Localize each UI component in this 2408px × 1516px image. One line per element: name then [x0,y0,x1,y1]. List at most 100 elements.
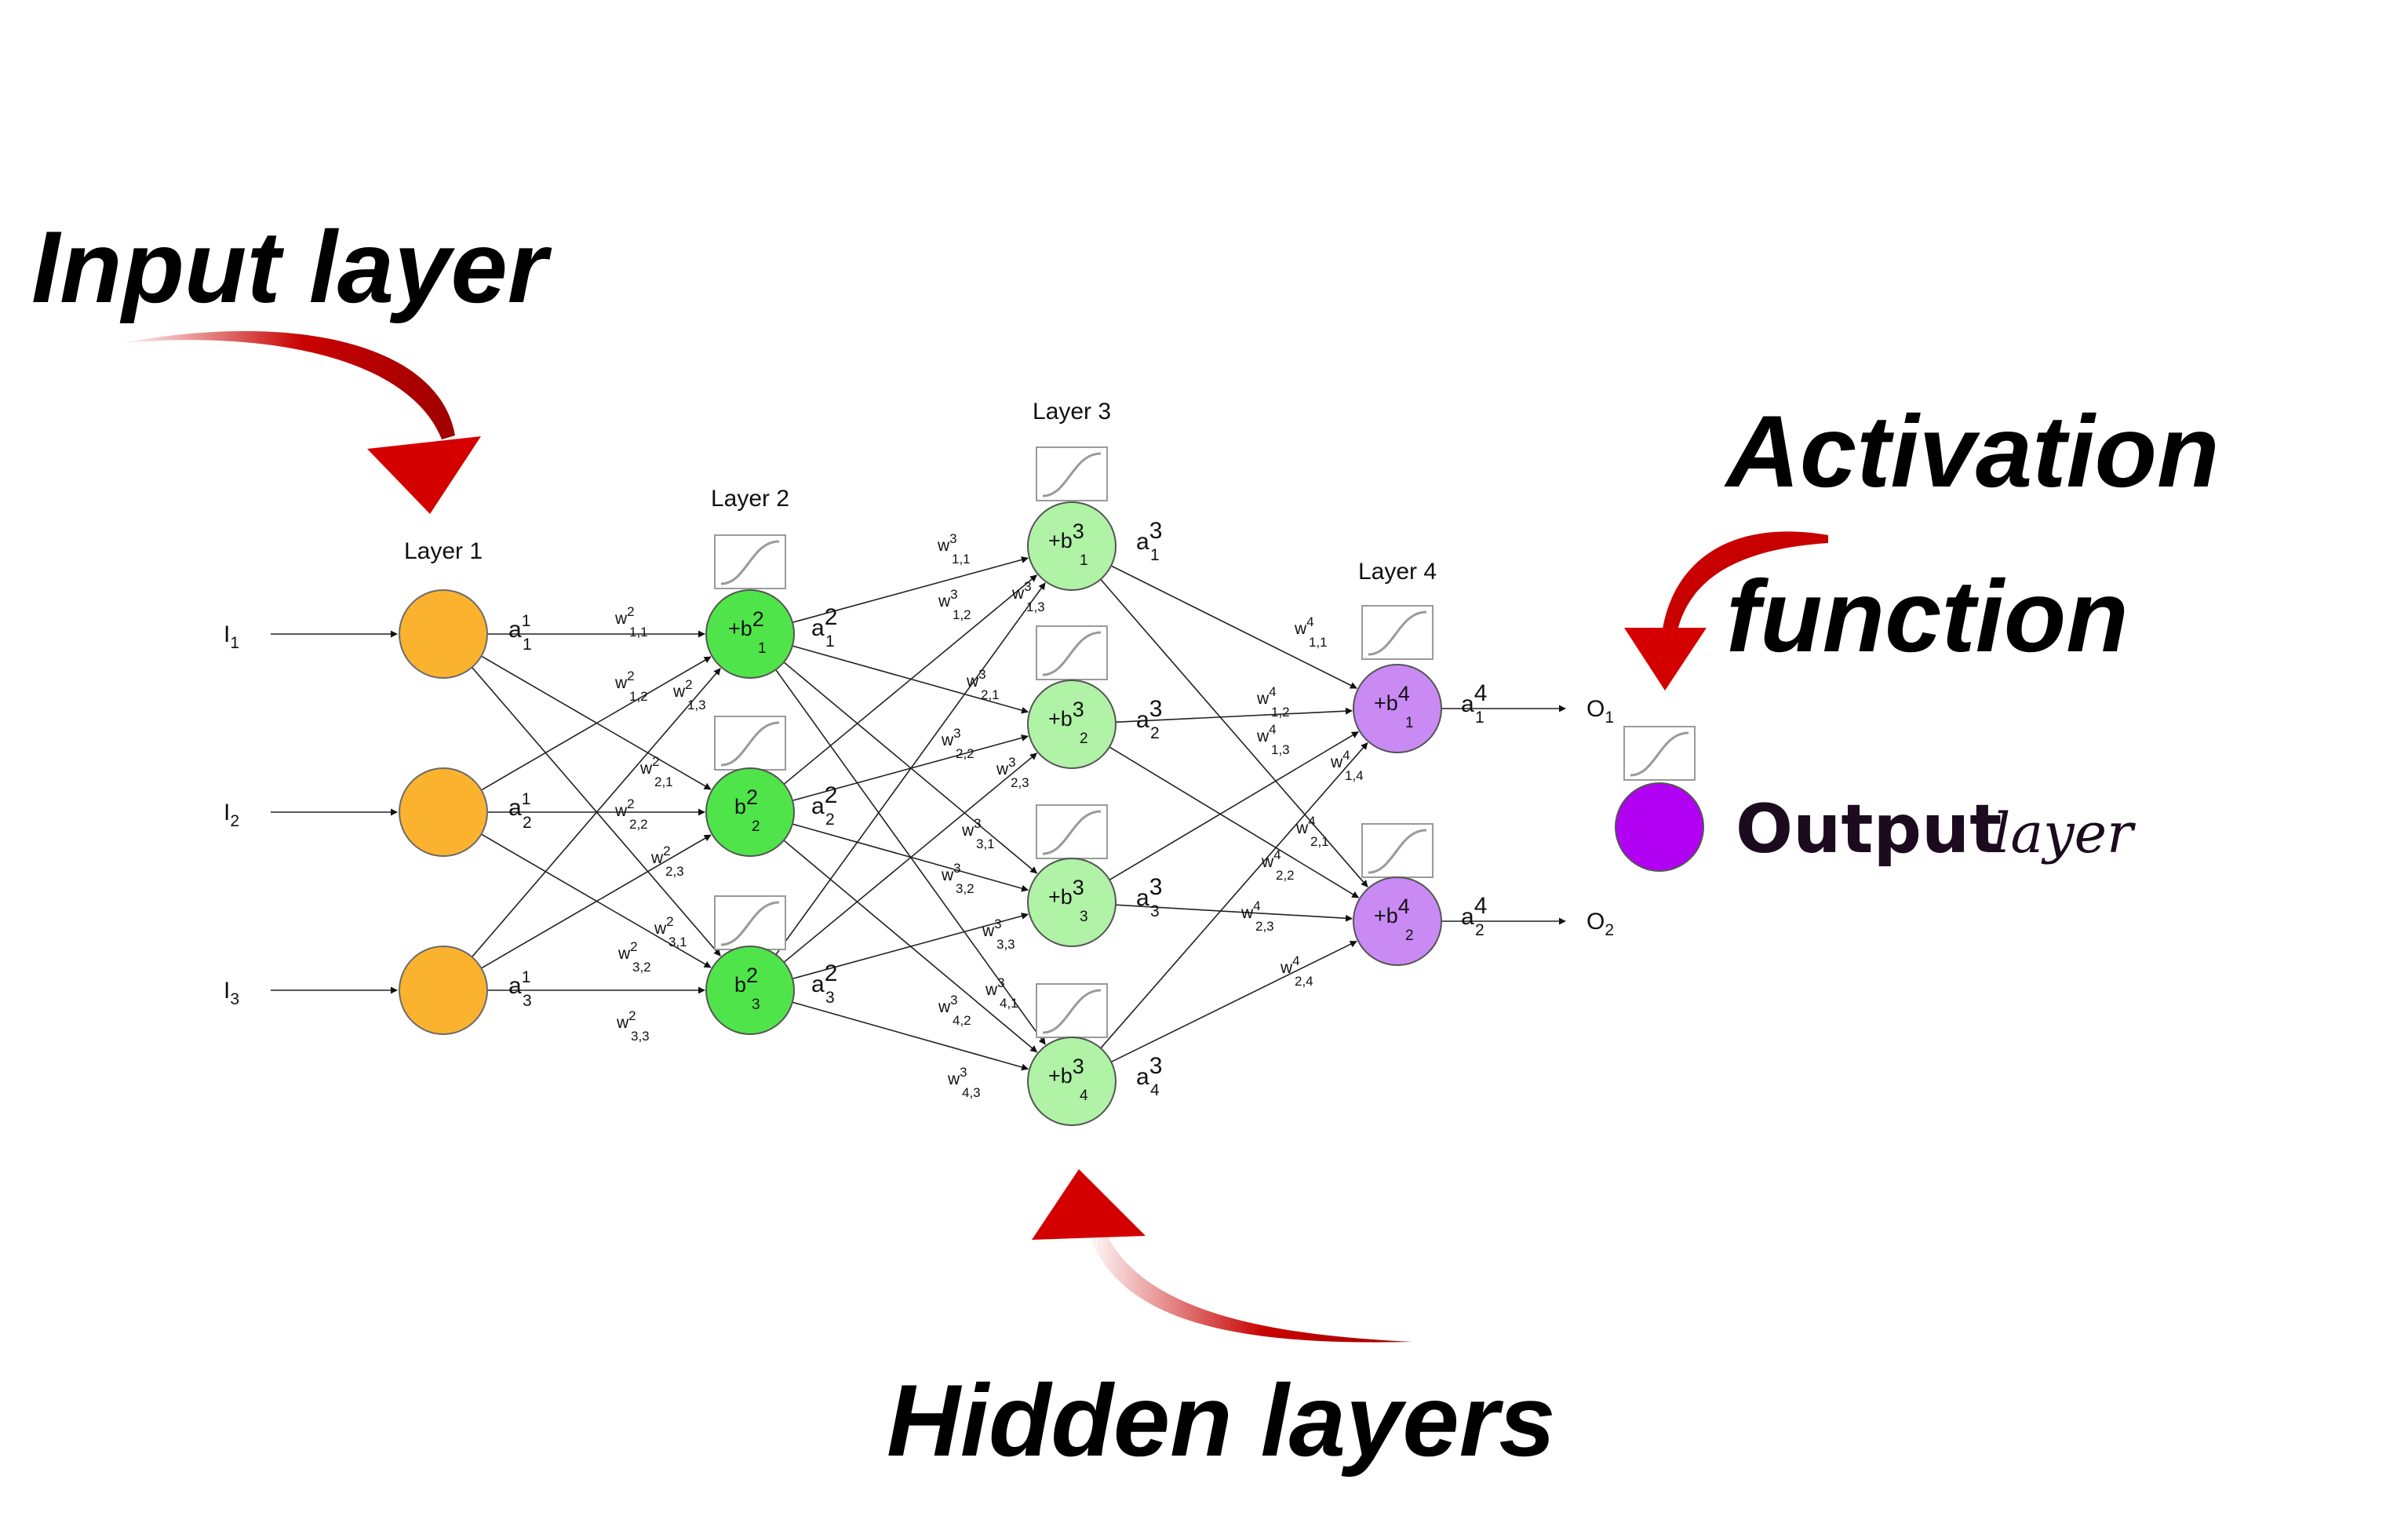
edge-l1-l2-2-1 [481,656,712,791]
input-label-2: I2 [224,800,239,830]
activation-callout-arrow [1624,531,1828,691]
layer-4-node-1 [1353,664,1442,753]
sigmoid-curve-icon [714,895,786,950]
layer-4-node-2 [1353,876,1442,966]
layer-4-title: Layer 4 [1358,559,1437,585]
layer-3-node-1 [1027,501,1117,591]
input-node-3 [399,946,488,1035]
output-labels: O1 O2 [1587,696,1614,939]
layer-2-node-3 [705,946,795,1035]
hidden-callout-arrow [1032,1169,1412,1343]
layer-4-nodes [1353,664,1442,966]
layer-3-node-2 [1027,680,1117,769]
edge-l3-l4-4-2 [1110,940,1357,1063]
layer-2-node-1 [705,589,795,679]
input-node-2 [399,767,488,857]
sigmoid-curve-icon [1036,804,1108,859]
layer-2-nodes [705,589,795,1035]
input-layer-callout: Input layer [31,210,552,324]
layer-1-nodes [399,589,488,1035]
edge-l3-l4-1-2 [1100,578,1368,887]
edge-l1-l2-3-2 [481,834,712,969]
hidden-layers-callout: Hidden layers [887,1363,1556,1478]
output-legend-bold: Output [1736,790,2002,869]
edge-l2-l3-1-1 [792,556,1029,624]
output-layer-legend: Output layer [1615,782,2136,872]
sigmoid-curve-icon [1361,605,1434,660]
edge-l2-l3-1-3 [783,661,1038,874]
layer-1-title: Layer 1 [404,538,483,564]
layer-2-node-2 [705,767,795,857]
edge-l2-l3-2-3 [792,823,1029,892]
edge-l3-l4-2-1 [1115,707,1353,723]
activation-boxes [714,446,1696,1038]
output-label-1: O1 [1587,696,1614,727]
edge-l3-l4-1-1 [1110,565,1357,689]
sigmoid-curve-icon [1036,625,1108,680]
edge-l3-l4-2-2 [1109,746,1360,898]
sigmoid-curve-icon [714,716,786,771]
edge-l3-l4-3-1 [1109,731,1359,881]
sigmoid-curve-icon [1623,726,1696,781]
edge-l2-l3-3-2 [783,753,1037,963]
layer-3-nodes [1027,501,1117,1126]
input-callout-arrow [118,330,481,514]
sigmoid-curve-icon [1361,823,1434,878]
output-label-2: O2 [1587,909,1614,939]
network-edges [471,556,1368,1071]
sigmoid-curve-icon [1036,983,1108,1038]
edge-l2-l3-3-1 [775,582,1046,956]
edge-l1-l2-2-3 [481,833,712,968]
edge-l3-l4-3-2 [1115,904,1353,922]
layer-3-node-4 [1027,1037,1117,1126]
output-arrows [1442,705,1566,925]
layer-2-title: Layer 2 [711,486,789,512]
activation-callout-line2: function [1726,559,2129,673]
sigmoid-curve-icon [1036,446,1108,501]
sigmoid-curve-icon [714,534,786,589]
edge-l2-l3-3-3 [792,913,1029,980]
input-node-1 [399,589,488,679]
edge-l1-l2-1-2 [481,655,712,790]
